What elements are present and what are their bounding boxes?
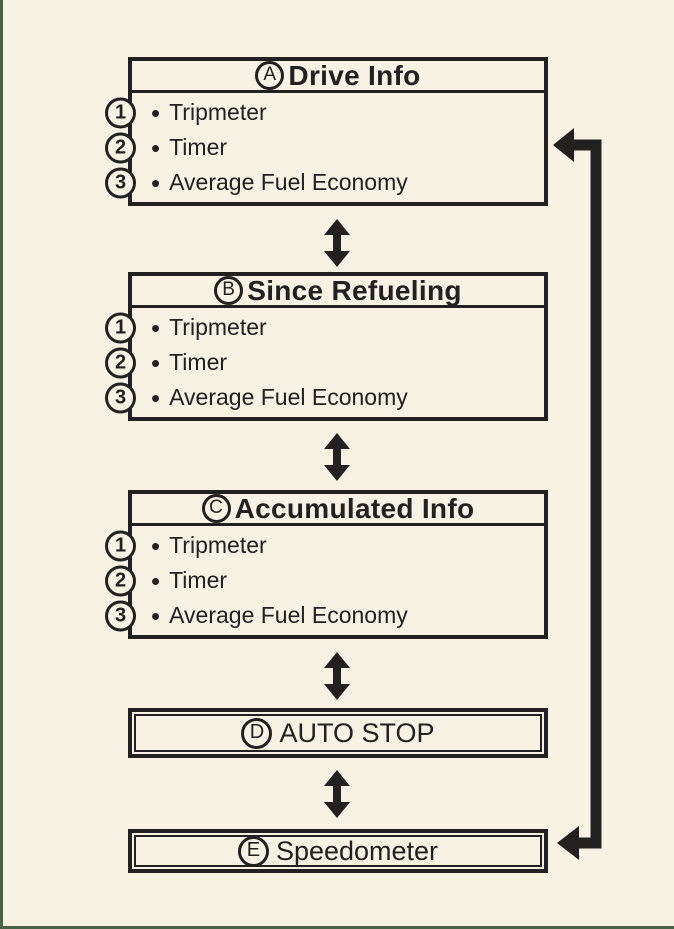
list-item: 1 • Tripmeter xyxy=(105,95,544,130)
list-item-label: Timer xyxy=(169,567,228,593)
mode-title: Accumulated Info xyxy=(234,492,475,524)
circled-number-badge: 3 xyxy=(105,382,136,413)
bullet-icon: • xyxy=(151,97,161,128)
list-item-label: Average Fuel Economy xyxy=(169,384,408,410)
mode-title: AUTO STOP xyxy=(279,717,435,748)
mode-box-since-refueling: B Since Refueling 1 • Tripmeter 2 • Time… xyxy=(105,272,548,421)
list-item-label: Tripmeter xyxy=(169,532,267,558)
list-item: 1 • Tripmeter xyxy=(105,310,544,345)
circled-number-badge: 2 xyxy=(105,347,136,378)
bullet-icon: • xyxy=(151,167,161,198)
list-item: 3 • Average Fuel Economy xyxy=(105,165,544,200)
mode-title: Since Refueling xyxy=(247,274,462,306)
circled-letter-badge: E xyxy=(237,835,269,867)
circled-letter-badge: A xyxy=(255,61,285,90)
mode-title: Drive Info xyxy=(288,59,421,91)
circled-letter-badge: B xyxy=(214,276,244,305)
circled-letter-badge: D xyxy=(241,717,273,749)
list-item-label: Timer xyxy=(169,349,228,375)
page-edge-line-bottom xyxy=(0,925,674,929)
list-item: 2 • Timer xyxy=(105,563,544,598)
mode-box-auto-stop: D AUTO STOP xyxy=(128,708,548,758)
bullet-icon: • xyxy=(151,312,161,343)
circled-number-badge: 1 xyxy=(105,530,136,561)
bullet-icon: • xyxy=(151,347,161,378)
list-item-label: Average Fuel Economy xyxy=(169,602,408,628)
circled-letter-badge: C xyxy=(201,494,231,523)
bullet-icon: • xyxy=(151,600,161,631)
circled-number-badge: 3 xyxy=(105,167,136,198)
bullet-icon: • xyxy=(151,132,161,163)
circled-number-badge: 3 xyxy=(105,600,136,631)
swap-arrow-icon xyxy=(324,219,350,267)
circled-number-badge: 2 xyxy=(105,132,136,163)
swap-arrow-icon xyxy=(324,770,350,818)
list-item: 1 • Tripmeter xyxy=(105,528,544,563)
list-item: 2 • Timer xyxy=(105,130,544,165)
list-item-label: Tripmeter xyxy=(169,314,267,340)
list-item: 3 • Average Fuel Economy xyxy=(105,380,544,415)
mode-header: C Accumulated Info xyxy=(132,492,544,526)
circled-number-badge: 2 xyxy=(105,565,136,596)
list-item: 2 • Timer xyxy=(105,345,544,380)
bullet-icon: • xyxy=(151,382,161,413)
bullet-icon: • xyxy=(151,565,161,596)
list-item: 3 • Average Fuel Economy xyxy=(105,598,544,633)
page-edge-line-left xyxy=(0,0,3,929)
mode-box-accumulated-info: C Accumulated Info 1 • Tripmeter 2 • Tim… xyxy=(105,490,548,639)
mode-header: A Drive Info xyxy=(132,59,544,93)
mode-item-list: 1 • Tripmeter 2 • Timer 3 • Average Fuel… xyxy=(105,308,544,417)
circled-number-badge: 1 xyxy=(105,312,136,343)
bullet-icon: • xyxy=(151,530,161,561)
mode-box-drive-info: A Drive Info 1 • Tripmeter 2 • Timer 3 •… xyxy=(105,57,548,206)
circled-number-badge: 1 xyxy=(105,97,136,128)
mode-box-speedometer: E Speedometer xyxy=(128,829,548,873)
swap-arrow-icon xyxy=(324,652,350,700)
mode-header: B Since Refueling xyxy=(132,274,544,308)
list-item-label: Average Fuel Economy xyxy=(169,169,408,195)
list-item-label: Timer xyxy=(169,134,228,160)
mode-item-list: 1 • Tripmeter 2 • Timer 3 • Average Fuel… xyxy=(105,93,544,202)
swap-arrow-icon xyxy=(324,433,350,481)
mode-title: Speedometer xyxy=(275,835,439,866)
list-item-label: Tripmeter xyxy=(169,99,267,125)
mode-item-list: 1 • Tripmeter 2 • Timer 3 • Average Fuel… xyxy=(105,526,544,635)
